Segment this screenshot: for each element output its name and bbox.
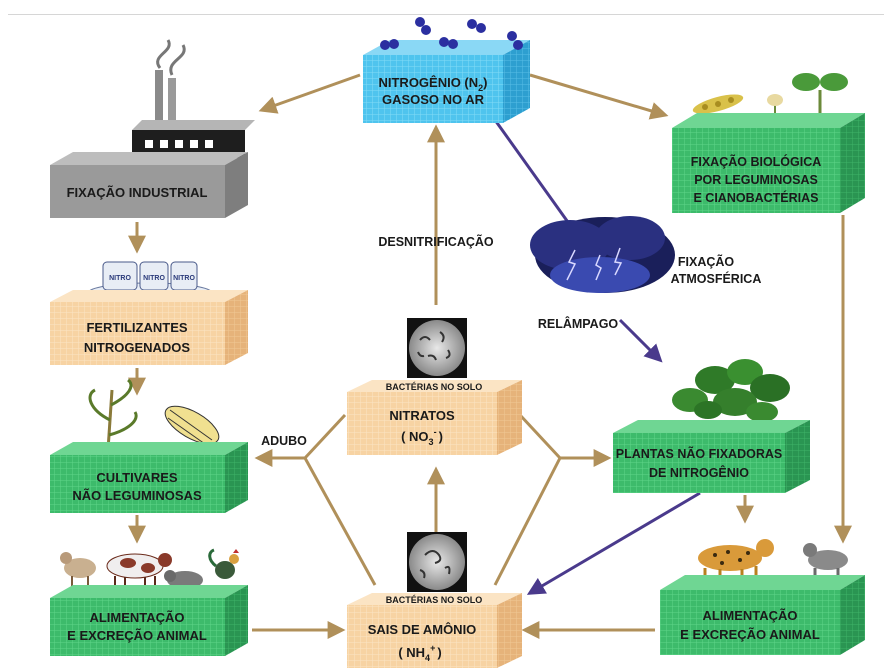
node-nitrates: BACTÉRIAS NO SOLO NITRATOS ( NO3-): [347, 318, 522, 455]
nitratos-sub: 3: [429, 437, 434, 447]
fertilizantes-line1: FERTILIZANTES: [86, 320, 187, 335]
svg-text:( NH4+): ( NH4+): [398, 643, 441, 663]
amonio-line1: SAIS DE AMÔNIO: [368, 622, 477, 637]
arrow-nitratos-right-branch: [518, 413, 562, 460]
node-biological-fixation: FIXAÇÃO BIOLÓGICA POR LEGUMINOSAS E CIAN…: [672, 73, 865, 213]
alim-right-line1: ALIMENTAÇÃO: [702, 608, 797, 623]
alim-left-line2: E EXCREÇÃO ANIMAL: [67, 628, 207, 643]
top-divider: [8, 14, 884, 15]
nitratos-line2-end: ): [439, 429, 443, 444]
arrow-lightning-to-plantas: [618, 318, 663, 363]
leafy-plant-icon: [672, 359, 790, 422]
bacteria-micrograph-icon-2: [407, 532, 467, 592]
node-industrial-fixation: FIXAÇÃO INDUSTRIAL: [50, 39, 255, 218]
bio-line2: POR LEGUMINOSAS: [694, 173, 818, 187]
bag-label-2: NITRO: [143, 275, 165, 282]
n2-line1-end: ): [483, 75, 487, 90]
desnitrificacao-label: DESNITRIFICAÇÃO: [378, 234, 494, 249]
node-nitrogen-gas: NITROGÊNIO (N2) GASOSO NO AR: [363, 17, 530, 123]
goat-icon: [60, 552, 96, 588]
amonio-line2-end: ): [437, 645, 441, 660]
alim-left-line1: ALIMENTAÇÃO: [89, 610, 184, 625]
fertilizantes-line2: NITROGENADOS: [84, 340, 191, 355]
node-animal-right: ALIMENTAÇÃO E EXCREÇÃO ANIMAL: [660, 539, 865, 655]
nitratos-line2: ( NO: [401, 429, 428, 444]
legume-pod-icon: [692, 94, 744, 114]
purple-arrows: [493, 119, 701, 595]
node-animal-left: ALIMENTAÇÃO E EXCREÇÃO ANIMAL: [50, 548, 248, 656]
arrow-amonio-right-branch: [493, 457, 562, 586]
svg-text:NITROGÊNIO (N2): NITROGÊNIO (N2): [378, 75, 487, 93]
industrial-label: FIXAÇÃO INDUSTRIAL: [67, 185, 208, 200]
relampago-label: RELÂMPAGO: [538, 316, 619, 331]
bag-label-1: NITRO: [109, 275, 131, 282]
n2-line1: NITROGÊNIO (N: [378, 75, 478, 90]
cultivares-line2: NÃO LEGUMINOSAS: [72, 488, 202, 503]
node-crops: CULTIVARES NÃO LEGUMINOSAS: [50, 378, 248, 513]
amonio-sub: 4: [425, 653, 430, 663]
amonio-caption: BACTÉRIAS NO SOLO: [386, 595, 483, 605]
arrow-nitratos-left-branch: [303, 413, 347, 460]
bag-label-3: NITRO: [173, 275, 195, 282]
arrow-n2-to-bio: [529, 73, 669, 120]
node-non-fixing-plants: PLANTAS NÃO FIXADORAS DE NITROGÊNIO: [613, 359, 810, 493]
arrow-n2-to-industrial: [258, 73, 361, 114]
factory-icon: [132, 39, 255, 158]
bio-line1: FIXAÇÃO BIOLÓGICA: [691, 154, 822, 169]
plantas-line2: DE NITROGÊNIO: [649, 465, 749, 480]
n2-line2: GASOSO NO AR: [382, 92, 485, 107]
arrow-n2-to-lightning: [493, 119, 572, 226]
nitratos-caption: BACTÉRIAS NO SOLO: [386, 382, 483, 392]
amonio-line2: ( NH: [398, 645, 425, 660]
node-ammonium: BACTÉRIAS NO SOLO SAIS DE AMÔNIO ( NH4+): [347, 532, 522, 668]
corn-plant-icon: [88, 378, 138, 451]
fixacao-atm-line2: ATMOSFÉRICA: [671, 271, 762, 286]
rooster-icon: [208, 548, 239, 579]
nitratos-sup: -: [434, 427, 437, 437]
svg-text:( NO3-): ( NO3-): [401, 427, 443, 447]
plantas-line1: PLANTAS NÃO FIXADORAS: [616, 446, 782, 461]
arrows: [128, 73, 852, 639]
fixacao-atm-line1: FIXAÇÃO: [678, 254, 735, 269]
cultivares-line1: CULTIVARES: [96, 470, 177, 485]
nitratos-line1: NITRATOS: [389, 408, 455, 423]
alim-right-line2: E EXCREÇÃO ANIMAL: [680, 627, 820, 642]
nitrogen-molecules-icon: [380, 17, 523, 50]
corn-cob-icon: [164, 405, 220, 445]
lightning-icon: [566, 247, 623, 281]
buffalo-icon: [164, 570, 203, 589]
arrow-amonio-left-branch: [303, 457, 377, 586]
n2-sub: 2: [478, 83, 483, 93]
adubo-label: ADUBO: [261, 434, 307, 448]
cattle-icon: [106, 553, 172, 591]
amonio-sup: +: [430, 643, 435, 653]
bacteria-micrograph-icon: [407, 318, 467, 378]
node-fertilizers: NITRO NITRO NITRO FERTILIZANTES NITROGEN…: [50, 261, 248, 365]
storm-cloud-icon: [530, 216, 675, 293]
bio-line3: E CIANOBACTÉRIAS: [693, 190, 818, 205]
arrow-plantas-to-amonio: [526, 491, 701, 595]
